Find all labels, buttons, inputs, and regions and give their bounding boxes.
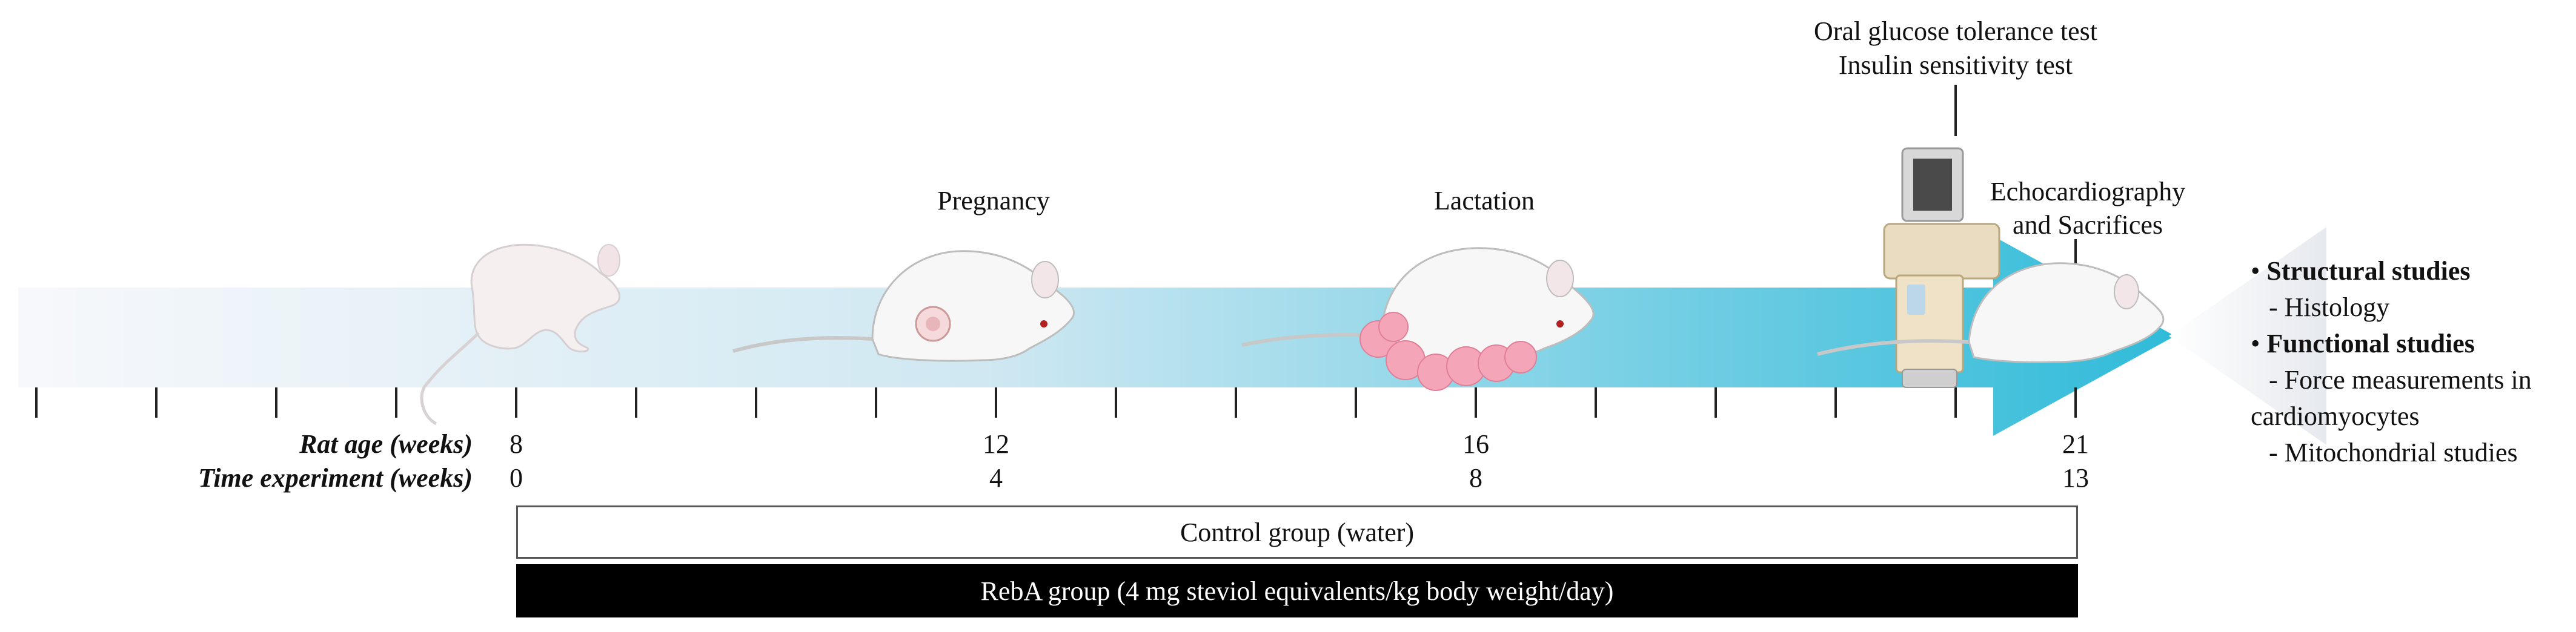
age-tick: 12	[983, 429, 1009, 459]
young-rat-illustration	[420, 243, 620, 426]
reba-group-bar: RebA group (4 mg steviol equivalents/kg …	[516, 564, 2078, 617]
structural-studies-label: Structural studies	[2266, 256, 2471, 286]
studies-list: • Structural studies - Histology • Funct…	[2251, 253, 2572, 471]
histology-label: - Histology	[2269, 292, 2390, 322]
axis-ticks	[35, 387, 2077, 418]
pups-cluster	[1359, 312, 1537, 391]
exp-tick: 13	[2062, 463, 2089, 493]
age-tick: 21	[2062, 429, 2089, 459]
timeline-arrow	[18, 236, 2175, 436]
cardiomyocytes-label: cardiomyocytes	[2251, 401, 2420, 431]
control-group-bar: Control group (water)	[516, 505, 2078, 559]
reba-group-label: RebA group (4 mg steviol equivalents/kg …	[980, 576, 1614, 606]
echocardiography-label: Echocardiography	[1990, 177, 2186, 206]
force-measurements-label: - Force measurements in	[2269, 365, 2532, 395]
exp-tick: 8	[1469, 463, 1482, 493]
functional-studies-label: Functional studies	[2266, 329, 2475, 358]
final-rat-illustration	[1817, 262, 2165, 363]
studies-cone	[2169, 227, 2326, 445]
insulin-test-label: Insulin sensitivity test	[1838, 50, 2073, 80]
pregnancy-label: Pregnancy	[937, 186, 1050, 216]
functional-studies-item: • Functional studies	[2251, 329, 2475, 358]
age-tick: 8	[510, 429, 523, 459]
time-experiment-label: Time experiment (weeks)	[198, 463, 473, 493]
ogtt-label: Oral glucose tolerance test	[1814, 16, 2097, 46]
ultrasound-machine-illustration	[1883, 147, 2000, 388]
lactating-rat-illustration	[1241, 247, 1595, 391]
age-tick: 16	[1462, 429, 1489, 459]
sacrifices-label: and Sacrifices	[2013, 210, 2163, 240]
lactation-label: Lactation	[1433, 186, 1535, 216]
control-group-label: Control group (water)	[1180, 517, 1415, 547]
mitochondrial-studies-label: - Mitochondrial studies	[2269, 438, 2518, 467]
exp-tick: 4	[989, 463, 1003, 493]
rat-age-label: Rat age (weeks)	[299, 429, 473, 459]
pregnant-rat-illustration	[732, 250, 1075, 362]
structural-studies-item: • Structural studies	[2251, 256, 2471, 286]
exp-tick: 0	[510, 463, 523, 493]
